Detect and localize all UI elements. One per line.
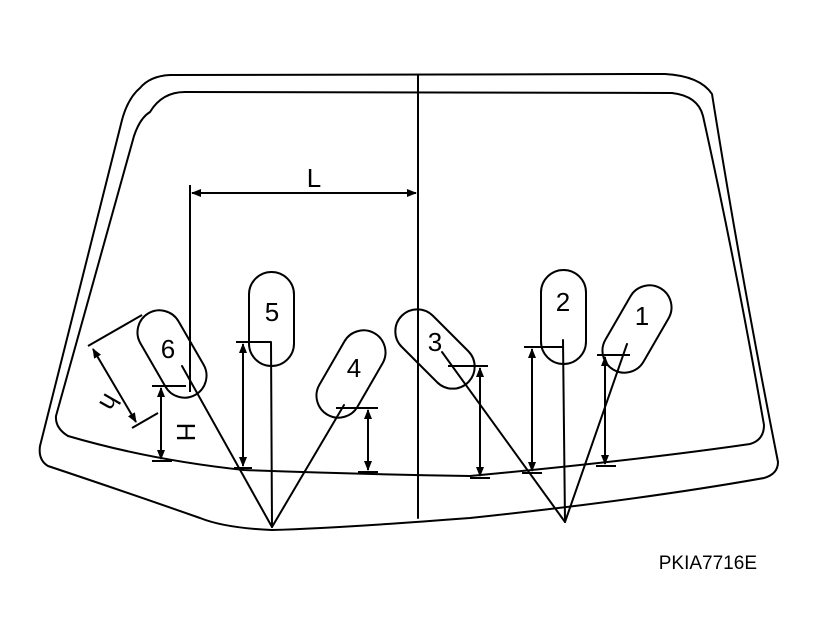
spray-line-1: [564, 343, 628, 523]
h-small-dimension-line: [92, 348, 137, 423]
height-label: H: [171, 423, 201, 442]
h-small-ext-2: [131, 412, 159, 429]
nozzle-label-6: 6: [161, 334, 175, 364]
spray-point-2: [540, 269, 587, 365]
spray-point-6: [136, 309, 208, 399]
spray-point-5: [248, 271, 295, 367]
spray-point-3: [394, 308, 476, 390]
spray-line-4: [271, 404, 345, 528]
h-small-ext-1: [87, 314, 143, 347]
nozzle-label-1: 1: [635, 301, 649, 331]
figure-code: PKIA7716E: [659, 553, 757, 574]
spray-line-5: [270, 341, 273, 528]
length-label: L: [307, 163, 321, 193]
windshield-outer-outline: [38, 73, 779, 531]
nozzle-label-5: 5: [265, 297, 279, 327]
spray-point-1: [601, 284, 673, 374]
spray-line-6: [181, 365, 273, 528]
spray-line-2: [562, 339, 566, 523]
nozzle-label-2: 2: [556, 287, 570, 317]
nozzle-label-3: 3: [428, 327, 442, 357]
nozzle-height-label: h: [93, 389, 126, 417]
spray-line-3: [441, 351, 566, 523]
spray-point-4: [315, 329, 387, 419]
nozzle-label-4: 4: [347, 353, 361, 383]
windshield-inner-outline: [54, 91, 765, 477]
